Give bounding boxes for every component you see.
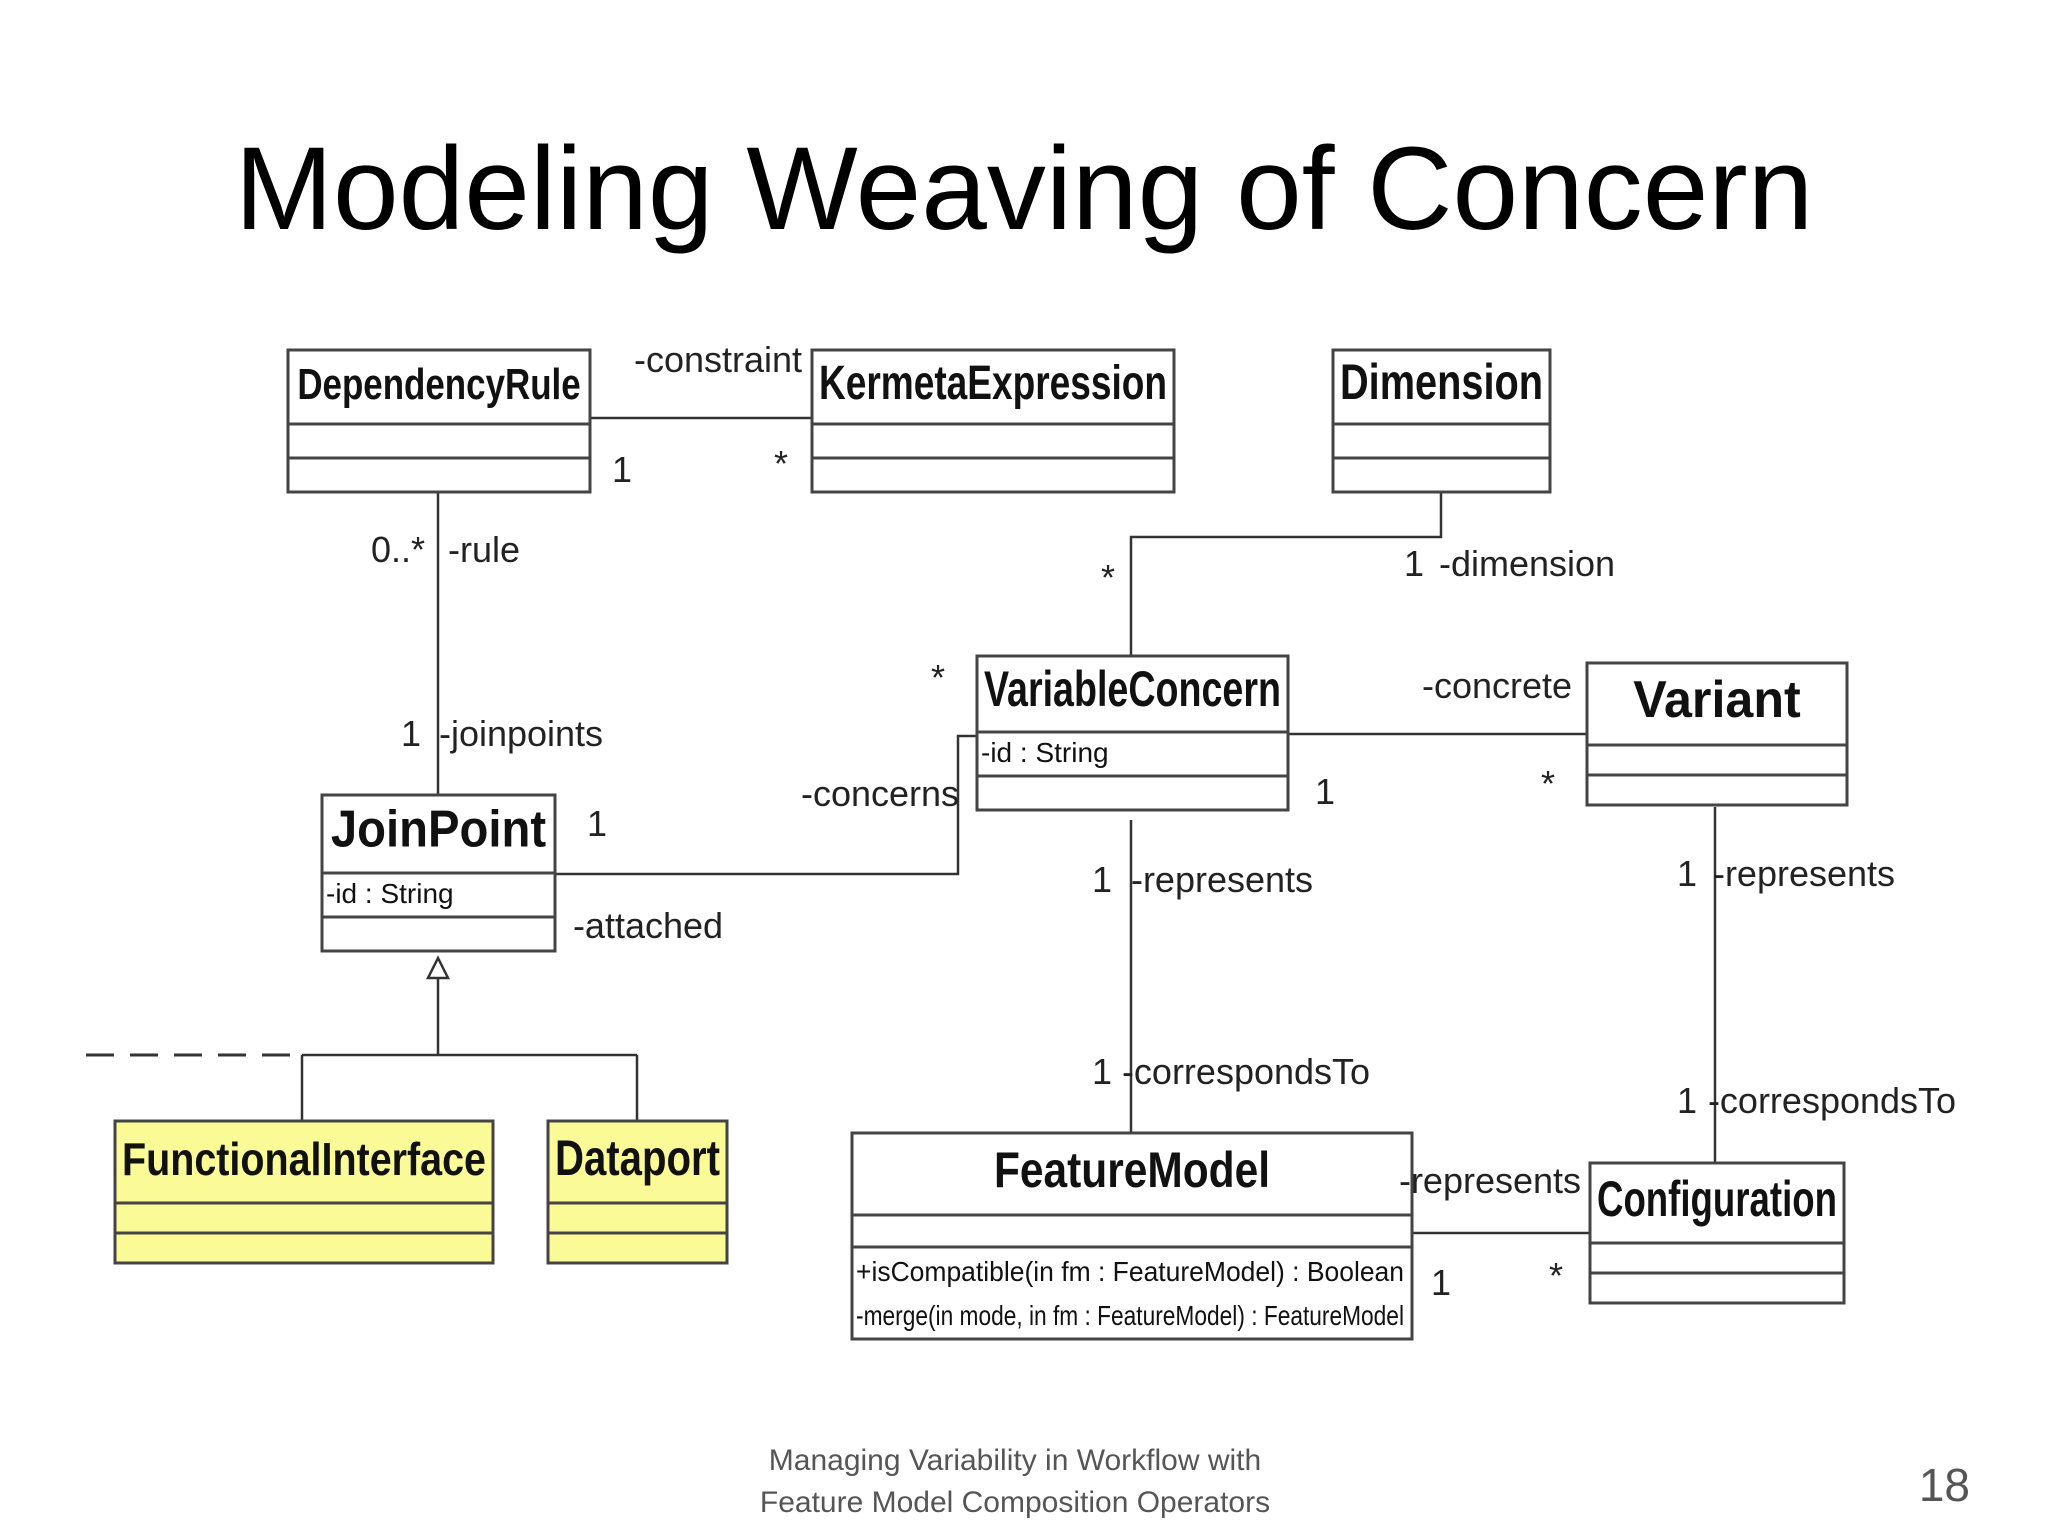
- slide-title: Modeling Weaving of Concern: [234, 123, 1814, 255]
- class-feature-model: FeatureModel +isCompatible(in fm : Featur…: [850, 1131, 1414, 1341]
- label-concerns-role: -concerns: [801, 773, 959, 814]
- class-box: [1585, 661, 1849, 807]
- label-config-corresponds-mult: 1: [1677, 1080, 1697, 1121]
- label-fm-config-mult-fm: 1: [1431, 1262, 1451, 1303]
- label-fm-config-mult-config: *: [1549, 1255, 1563, 1296]
- association-lines: [86, 416, 1717, 1235]
- class-variant: Variant: [1585, 661, 1849, 807]
- label-vc-represents-mult: 1: [1092, 859, 1112, 900]
- label-joinpoints-role: -joinpoints: [439, 713, 603, 754]
- slide-footer-line: Feature Model Composition Operators: [759, 1486, 1271, 1519]
- label-constraint-mult-target: *: [774, 443, 788, 484]
- label-rule-role: -rule: [448, 529, 520, 570]
- class-dimension: Dimension: [1331, 348, 1552, 494]
- label-variant-represents-mult: 1: [1677, 853, 1697, 894]
- label-concerns-mult: *: [931, 657, 945, 698]
- label-rule-mult: 0..*: [371, 529, 425, 570]
- class-functional-interface: FunctionalInterface: [113, 1119, 495, 1265]
- class-box: [546, 1119, 729, 1265]
- class-operation: +isCompatible(in fm : FeatureModel) : Bo…: [856, 1256, 1404, 1287]
- label-dimension-role: -dimension: [1439, 543, 1615, 584]
- class-box: [286, 348, 592, 494]
- class-name: Variant: [1633, 671, 1800, 729]
- generalization-arrowhead: [425, 955, 451, 980]
- class-variable-concern: VariableConcern -id : String: [975, 654, 1290, 812]
- class-kermeta-expression: KermetaExpression: [810, 348, 1176, 494]
- label-vc-represents-role: -represents: [1131, 859, 1313, 900]
- class-join-point: JoinPoint -id : String: [320, 793, 557, 953]
- label-fm-config-role: -represents: [1399, 1160, 1581, 1201]
- assoc-dimension-variableconcern: [1129, 492, 1443, 656]
- class-name: Dataport: [555, 1130, 720, 1186]
- class-box: [1331, 348, 1552, 494]
- class-attribute: -id : String: [981, 737, 1109, 768]
- class-name: JoinPoint: [331, 800, 546, 858]
- label-dimension-mult: 1: [1404, 543, 1424, 584]
- label-concrete-mult-concern: 1: [1315, 771, 1335, 812]
- class-dataport: Dataport: [546, 1119, 729, 1265]
- label-dimension-mult-concern: *: [1101, 557, 1115, 598]
- class-name: KermetaExpression: [819, 357, 1167, 410]
- label-fm-corresponds-mult: 1: [1092, 1051, 1112, 1092]
- class-dependency-rule: DependencyRule: [286, 348, 592, 494]
- slide-footer-line: Managing Variability in Workflow with: [768, 1444, 1262, 1477]
- label-constraint-role: -constraint: [634, 339, 802, 380]
- label-constraint-mult-source: 1: [612, 449, 632, 490]
- class-name: Configuration: [1597, 1171, 1837, 1227]
- class-configuration: Configuration: [1588, 1161, 1846, 1305]
- label-concrete-role: -concrete: [1422, 665, 1572, 706]
- class-attribute: -id : String: [326, 878, 454, 909]
- class-name: FeatureModel: [994, 1142, 1270, 1198]
- class-name: FunctionalInterface: [122, 1133, 486, 1185]
- assoc-variableconcern-joinpoint: [555, 734, 977, 876]
- label-joinpoints-mult: 1: [401, 713, 421, 754]
- page-number: 18: [1918, 1459, 1970, 1511]
- label-fm-corresponds-role: -correspondsTo: [1122, 1051, 1370, 1092]
- association-labels: -constraint 1 * 0..* -rule 1 -joinpoints * 1 -dim…: [371, 339, 1956, 1303]
- class-name: DependencyRule: [297, 360, 580, 409]
- class-box: [1588, 1161, 1846, 1305]
- label-config-corresponds-role: -correspondsTo: [1708, 1080, 1956, 1121]
- class-box: [113, 1119, 495, 1265]
- class-box: [810, 348, 1176, 494]
- class-name: Dimension: [1340, 354, 1543, 410]
- label-variant-represents-role: -represents: [1713, 853, 1895, 894]
- label-attached-role: -attached: [573, 905, 723, 946]
- class-box: [850, 1131, 1414, 1341]
- class-boxes: DependencyRule KermetaExpression Dimension…: [113, 348, 1849, 1341]
- class-operation: -merge(in mode, in fm : FeatureModel) : …: [856, 1300, 1404, 1331]
- class-name: VariableConcern: [984, 661, 1281, 717]
- label-attached-mult: 1: [587, 803, 607, 844]
- label-concrete-mult-variant: *: [1541, 763, 1555, 804]
